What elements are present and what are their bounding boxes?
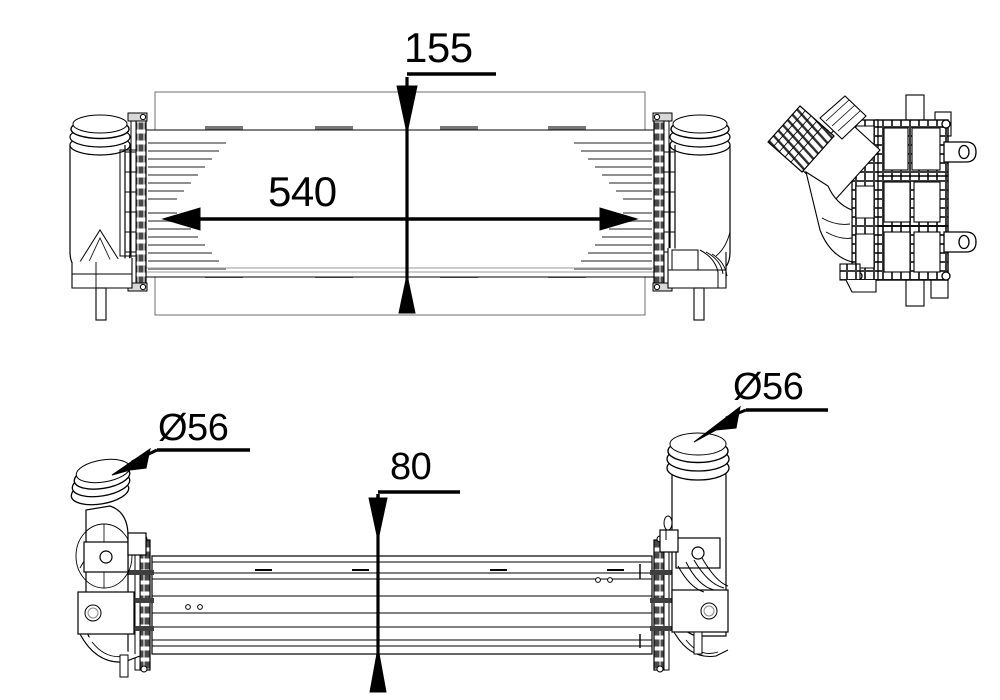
dimension-80 <box>368 490 460 693</box>
dimension-label-diameter-56-left: Ø56 <box>158 407 229 449</box>
top-view-right-end <box>650 432 730 673</box>
front-view-fins-right-lower <box>574 212 652 270</box>
dimension-label-diameter-56-right: Ø56 <box>733 366 804 408</box>
side-view-inlet-pipe <box>767 95 881 263</box>
side-view-lower-bracket <box>839 263 877 293</box>
top-view-core <box>151 555 653 655</box>
front-view-core <box>143 129 657 278</box>
side-view <box>767 94 977 307</box>
front-view <box>69 72 731 321</box>
dimension-label-80: 80 <box>390 446 432 488</box>
top-view <box>70 405 828 693</box>
top-view-right-port <box>666 432 730 481</box>
front-view-fins-left-upper <box>148 142 226 200</box>
top-view-left-port <box>70 458 131 506</box>
front-view-fins-right-upper <box>574 142 652 200</box>
front-view-right-end-tank <box>652 112 731 321</box>
side-view-housing <box>875 119 949 281</box>
side-view-mounting-tab-upper <box>943 141 977 163</box>
dimension-540 <box>161 207 639 231</box>
side-view-mounting-tab-lower <box>943 231 977 253</box>
top-view-left-end <box>70 458 154 678</box>
leader-dia56-left <box>111 447 250 476</box>
front-view-left-end-tank <box>69 112 148 321</box>
front-view-fins-left-lower <box>148 212 226 270</box>
dimension-155 <box>396 72 496 314</box>
leader-dia56-right <box>693 405 828 443</box>
dimension-label-540: 540 <box>268 168 337 215</box>
dimension-label-155: 155 <box>404 24 473 71</box>
